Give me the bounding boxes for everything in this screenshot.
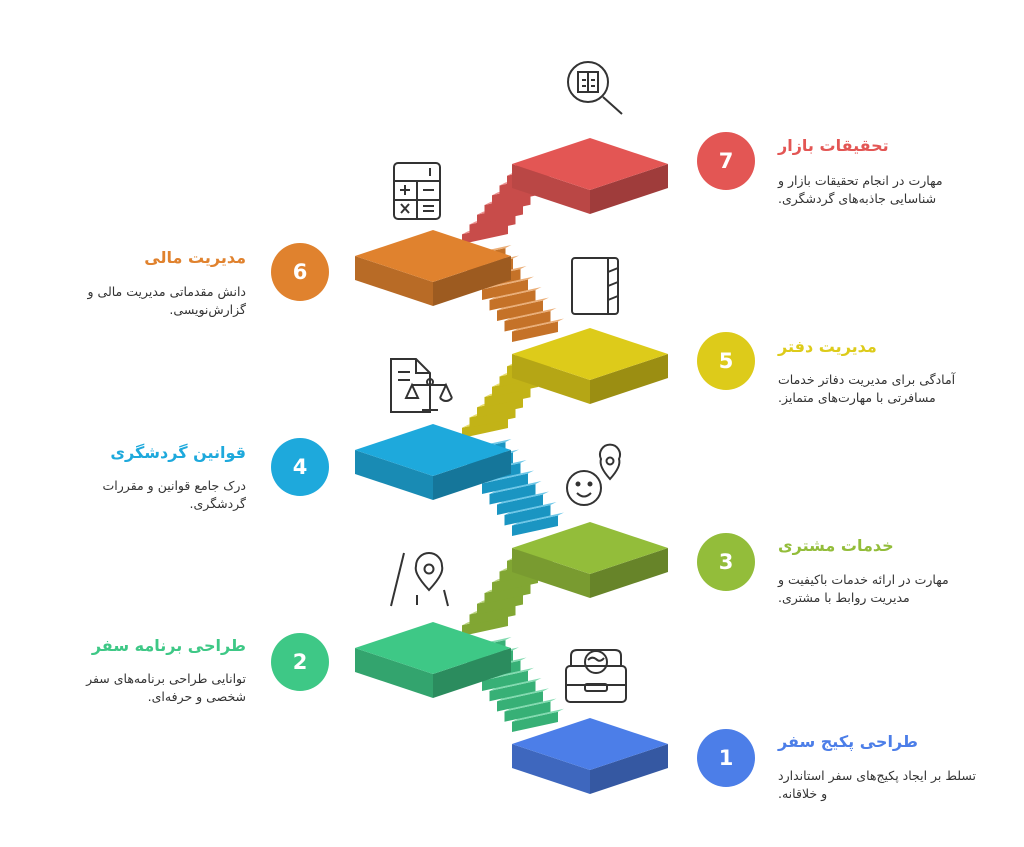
stair-riser [482, 670, 528, 691]
stair-riser [477, 593, 523, 615]
platform-side [355, 450, 433, 500]
step-title: تحقیقات بازار [778, 136, 889, 155]
stair-riser [484, 387, 531, 408]
platform-side [512, 354, 590, 404]
stair-riser [489, 484, 536, 505]
step-title: قوانین گردشگری [110, 443, 246, 462]
stair-riser [512, 321, 558, 342]
stair-riser [489, 681, 536, 702]
stair-riser [504, 311, 551, 332]
platform-top [355, 622, 511, 674]
platform-side [355, 648, 433, 698]
stair-tread [482, 470, 534, 484]
step-number-badge: 5 [697, 332, 755, 390]
step-title: طراحی پکیج سفر [778, 732, 918, 751]
platform-side [590, 548, 668, 598]
stair-tread [512, 512, 564, 526]
stair-tread [489, 287, 542, 300]
stair-tread [497, 297, 549, 311]
step-title: خدمات مشتری [778, 536, 894, 555]
step-description: دانش مقدماتی مدیریت مالی و گزارش‌نویسی. [87, 284, 246, 317]
stair-tread [504, 502, 557, 515]
platform-side [433, 450, 511, 500]
stair-riser [477, 204, 523, 225]
platform-side [433, 256, 511, 306]
platform-side [512, 164, 590, 214]
stair-tread [489, 481, 542, 494]
globe-suitcase-icon [565, 649, 627, 703]
smiley-pin-icon [566, 443, 621, 506]
step-description: مهارت در ارائه خدمات باکیفیت و مدیریت رو… [778, 572, 949, 605]
stair-riser [512, 711, 558, 732]
platform-side [512, 548, 590, 598]
step-number-badge: 2 [271, 633, 329, 691]
notebook-icon [571, 257, 619, 315]
stair-riser [484, 195, 531, 215]
platform-side [590, 744, 668, 794]
step-description: مهارت در انجام تحقیقات بازار و شناسایی ج… [778, 173, 943, 206]
platform-top [512, 138, 668, 190]
step-number-badge: 3 [697, 533, 755, 591]
step-title: مدیریت دفتر [778, 337, 877, 356]
step-number-badge: 4 [271, 438, 329, 496]
stair-riser [504, 701, 551, 722]
platform-top [512, 328, 668, 380]
stair-riser [477, 397, 523, 418]
step-number-badge: 7 [697, 132, 755, 190]
step-description: تسلط بر ایجاد پکیج‌های سفر استاندارد و خ… [778, 768, 977, 801]
platform-side [355, 256, 433, 306]
stair-riser [492, 572, 538, 593]
stair-riser [497, 300, 543, 321]
stair-riser [462, 224, 508, 244]
step-description: درک جامع قوانین و مقررات گردشگری. [102, 478, 246, 511]
stair-riser [469, 214, 516, 235]
platform-side [590, 164, 668, 214]
platform-top [512, 522, 668, 574]
stair-riser [489, 290, 536, 311]
step-title: مدیریت مالی [144, 248, 246, 267]
step-title: طراحی برنامه سفر [91, 636, 246, 655]
stair-tread [497, 688, 549, 702]
stair-riser [462, 615, 508, 636]
stair-tread [482, 667, 534, 681]
stair-riser [462, 417, 508, 438]
stair-riser [484, 583, 531, 604]
platform-side [590, 354, 668, 404]
stair-tread [504, 308, 557, 321]
stair-riser [504, 505, 551, 526]
step-number-badge: 1 [697, 729, 755, 787]
platform-top [355, 424, 511, 476]
step-description: آمادگی برای مدیریت دفاتر خدمات مسافرتی ب… [778, 372, 956, 405]
stair-riser [469, 604, 516, 626]
stair-tread [512, 708, 564, 722]
stair-riser [482, 279, 528, 300]
step-description: توانایی طراحی برنامه‌های سفر شخصی و حرفه… [86, 671, 246, 704]
stair-riser [482, 473, 528, 494]
platform-side [512, 744, 590, 794]
stair-riser [497, 494, 543, 515]
step-number-badge: 6 [271, 243, 329, 301]
road-pin-icon [390, 552, 449, 607]
stair-tread [497, 491, 549, 505]
stair-riser [512, 515, 558, 536]
platform-side [433, 648, 511, 698]
legal-scale-icon [390, 358, 453, 413]
platform-top [355, 230, 511, 282]
stair-riser [497, 691, 543, 712]
stairs-layer [355, 138, 668, 794]
stair-riser [469, 407, 516, 428]
stair-tread [489, 678, 542, 691]
research-magnifier-icon [567, 61, 623, 115]
stair-tread [512, 318, 564, 332]
platform-top [512, 718, 668, 770]
stair-tread [504, 698, 557, 712]
stair-tread [482, 276, 534, 290]
calculator-icon [393, 162, 441, 220]
